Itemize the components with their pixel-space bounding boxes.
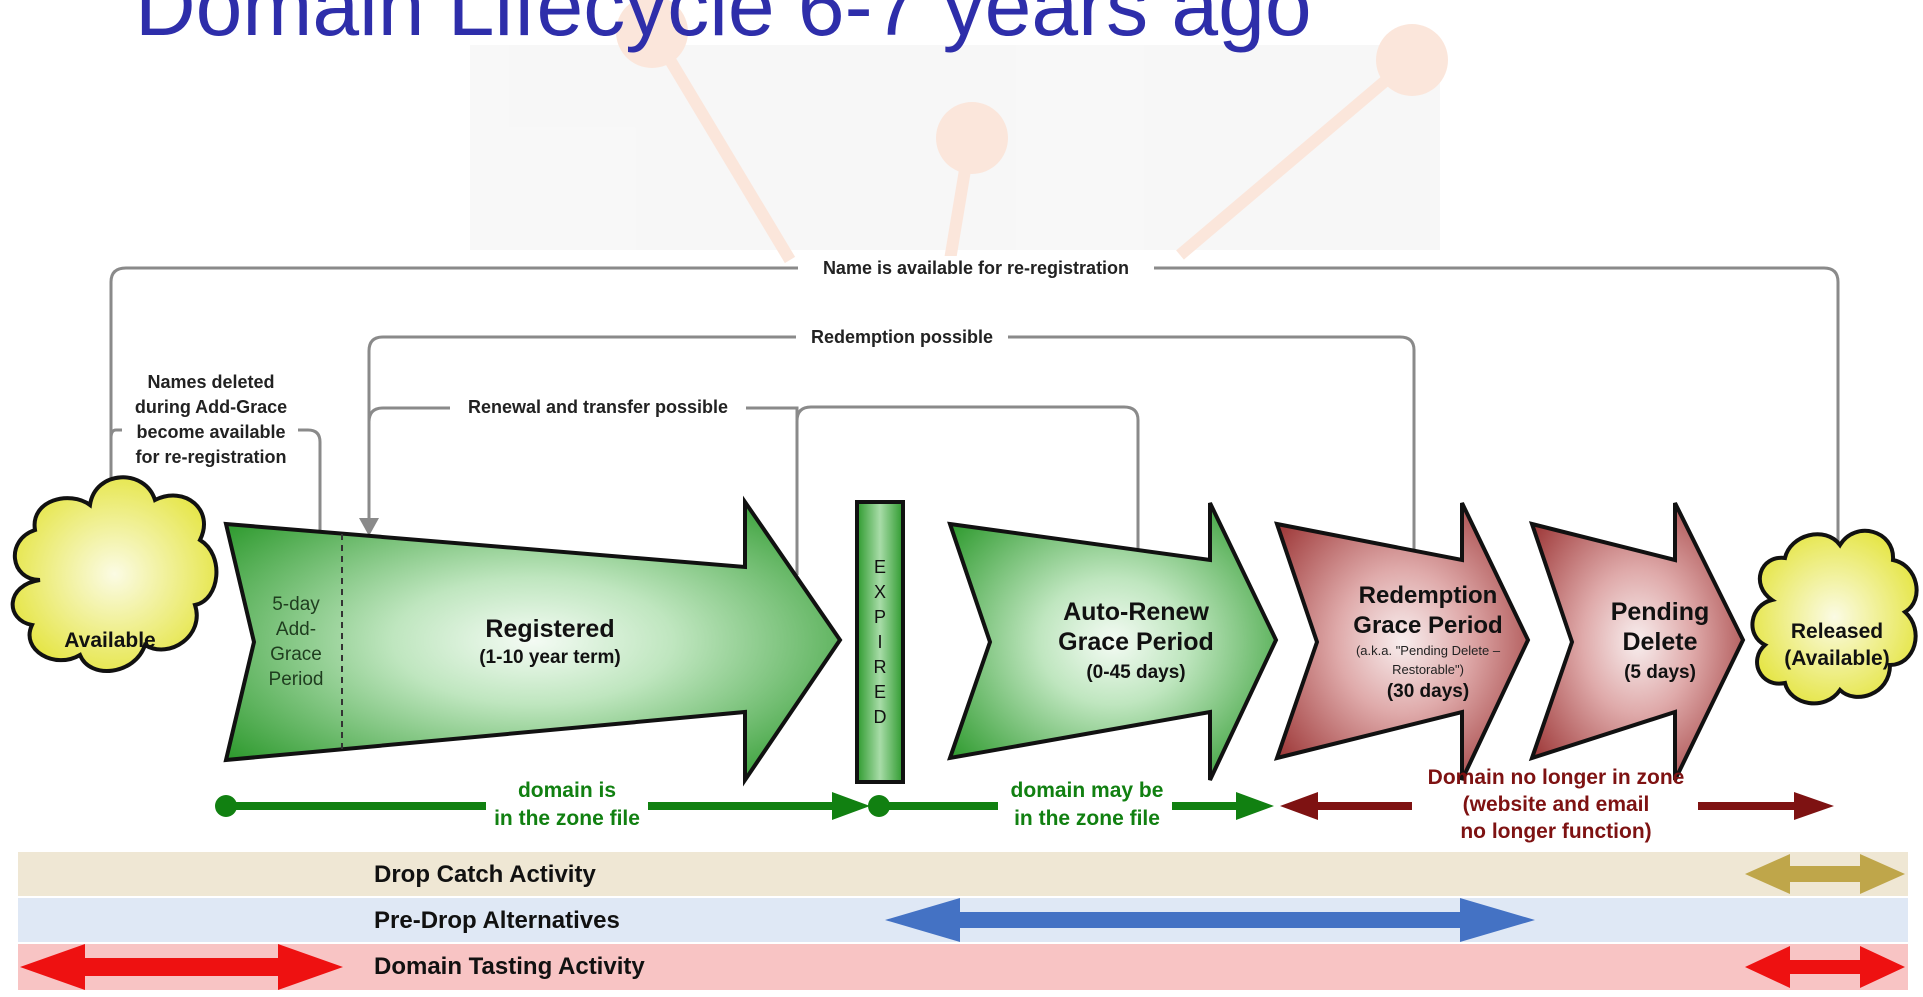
zone-in-line-2: in the zone file — [494, 807, 640, 830]
expired-letter-4: I — [877, 632, 882, 652]
expired-letter-6: E — [874, 682, 886, 702]
zone-out-line-2: (website and email — [1463, 793, 1650, 816]
zone-maybe-line-2: in the zone file — [1014, 807, 1160, 830]
drop-catch-label: Drop Catch Activity — [374, 861, 596, 888]
redemption-label: Redemption possible — [811, 327, 993, 347]
add-grace-line-4: Period — [269, 669, 324, 690]
zone-out-line-3: no longer function) — [1460, 820, 1651, 843]
add-grace-note: Names deleted during Add-Grace become av… — [122, 372, 298, 467]
pre-drop-label: Pre-Drop Alternatives — [374, 907, 620, 934]
pre-drop-arrow-icon — [885, 898, 1535, 942]
zone-maybe-line-1: domain may be — [1011, 779, 1164, 802]
reregistration-label: Name is available for re-registration — [823, 258, 1129, 278]
redemption-line-2: Grace Period — [1353, 612, 1502, 639]
released-label-line-1: Released — [1791, 620, 1883, 643]
expired-letter-1: E — [874, 557, 886, 577]
registered-term: (1-10 year term) — [479, 647, 621, 668]
zone-out-line-1: Domain no longer in zone — [1428, 766, 1685, 789]
zone-in-line-1: domain is — [518, 779, 616, 802]
background-decoration — [470, 0, 1448, 264]
expired-letter-7: D — [874, 707, 887, 727]
redemption-line-1: Redemption — [1359, 582, 1498, 609]
redemption-aka-1: (a.k.a. "Pending Delete – — [1356, 643, 1501, 658]
pending-delete-term: (5 days) — [1624, 662, 1696, 683]
add-grace-note-line-2: during Add-Grace — [135, 397, 287, 417]
pending-delete-arrow: Pending Delete (5 days) — [1528, 502, 1746, 781]
registered-arrow: 5-day Add- Grace Period Registered (1-10… — [223, 495, 843, 787]
add-grace-note-line-3: become available — [136, 422, 285, 442]
pending-delete-line-2: Delete — [1622, 628, 1697, 656]
renewal-label: Renewal and transfer possible — [468, 397, 728, 417]
tasting-label: Domain Tasting Activity — [374, 953, 645, 980]
drop-catch-arrow-icon — [1745, 854, 1905, 894]
slide-title: Domain Lifecycle 6-7 years ago — [135, 0, 1312, 53]
band-drop-catch — [18, 852, 1908, 896]
add-grace-note-line-4: for re-registration — [135, 447, 286, 467]
auto-renew-line-1: Auto-Renew — [1063, 598, 1209, 626]
registered-title: Registered — [485, 615, 614, 643]
available-cloud: Available — [10, 475, 219, 673]
released-label-line-2: (Available) — [1784, 647, 1889, 670]
add-grace-line-2: Add- — [276, 619, 316, 640]
tasting-arrow-icon-left — [20, 944, 343, 990]
pending-delete-line-1: Pending — [1611, 598, 1710, 626]
released-cloud: Released (Available) — [1750, 528, 1919, 706]
zone-maybe-indicator: domain may be in the zone file — [868, 779, 1274, 830]
expired-letter-5: R — [874, 657, 887, 677]
add-grace-loop-left — [109, 428, 126, 439]
redemption-arrow: Redemption Grace Period (a.k.a. "Pending… — [1273, 502, 1531, 781]
expired-letter-2: X — [874, 582, 886, 602]
tasting-arrow-icon-right — [1745, 946, 1905, 988]
available-label: Available — [64, 629, 155, 652]
add-grace-note-line-1: Names deleted — [147, 372, 274, 392]
renewal-loop-left — [367, 406, 799, 423]
expired-letter-3: P — [874, 607, 886, 627]
zone-in-indicator: domain is in the zone file — [215, 779, 870, 830]
add-grace-loop — [293, 428, 322, 530]
zone-out-indicator: Domain no longer in zone (website and em… — [1280, 766, 1834, 843]
add-grace-line-3: Grace — [270, 644, 322, 665]
auto-renew-term: (0-45 days) — [1086, 662, 1185, 683]
arrowhead-registered-icon — [359, 518, 379, 536]
add-grace-line-1: 5-day — [272, 594, 320, 615]
auto-renew-line-2: Grace Period — [1058, 628, 1214, 656]
auto-renew-arrow: Auto-Renew Grace Period (0-45 days) — [947, 502, 1279, 781]
expired-bar: E X P I R E D — [855, 500, 905, 784]
redemption-aka-2: Restorable") — [1392, 662, 1464, 677]
redemption-term: (30 days) — [1387, 681, 1469, 702]
